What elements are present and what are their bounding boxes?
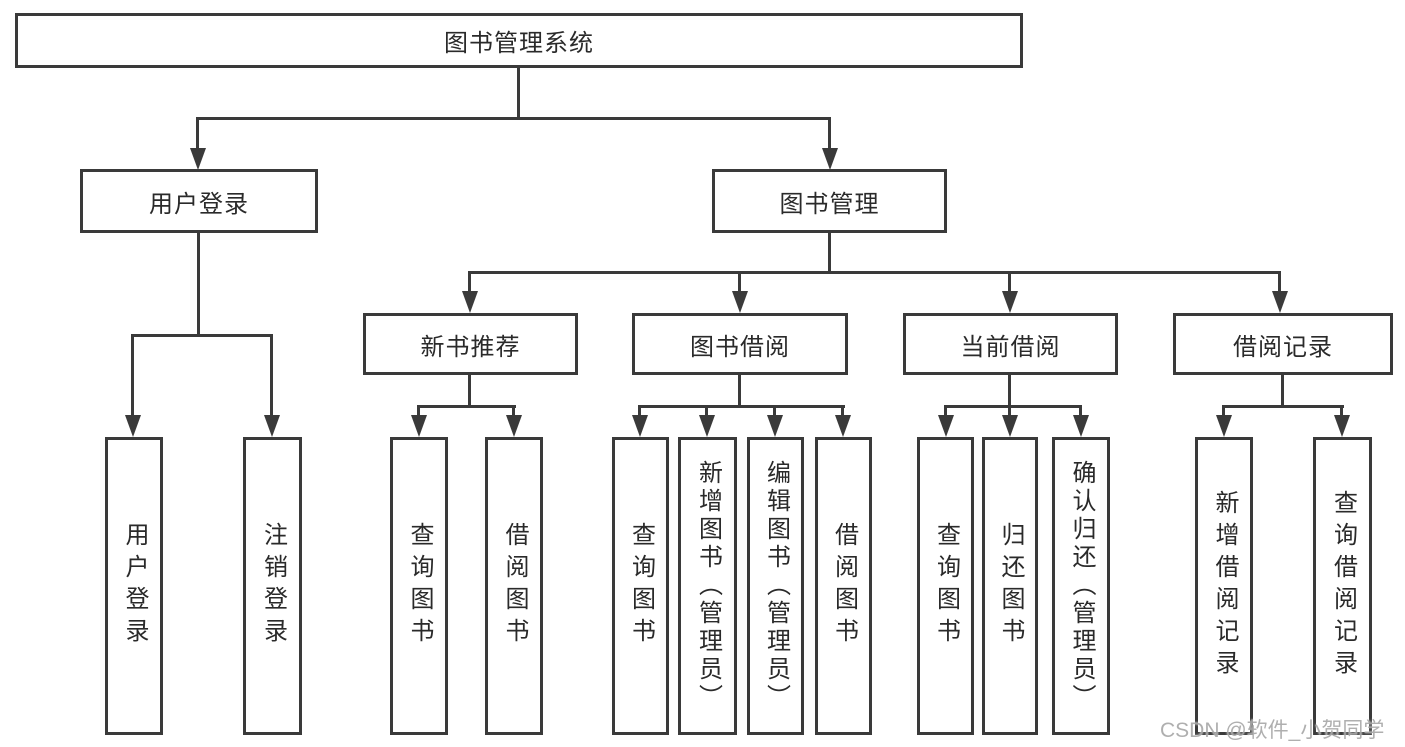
connector-line [705,406,708,418]
node-edit-book-admin: 编辑图书（管理员） [747,437,804,735]
node-book-management: 图书管理 [712,169,947,233]
connector-line [1008,406,1011,418]
node-new-book-recommendation: 新书推荐 [363,313,578,375]
connector-line [512,406,515,418]
node-logout: 注销登录 [243,437,302,735]
connector-line [196,117,831,120]
connector-line [417,405,516,408]
connector-line [197,233,200,336]
connector-line [1008,272,1011,294]
node-add-book-admin: 新增图书（管理员） [678,437,737,735]
connector-line [468,272,471,294]
node-edit-book-admin-label: 编辑图书（管理员） [762,460,790,712]
connector-line [944,406,947,418]
node-query-borrow-record-label: 查询借阅记录 [1329,490,1357,682]
connector-line [270,335,273,417]
node-book-borrowing-label: 图书借阅 [690,333,790,361]
connector-line [468,375,471,406]
connector-line [468,271,1281,274]
node-confirm-return-admin: 确认归还（管理员） [1052,437,1110,735]
connector-line [196,118,199,150]
arrow-down-icon [264,415,280,437]
node-query-books-label: 查询图书 [932,522,960,650]
connector-line [417,406,420,418]
node-query-books-label: 查询图书 [406,522,433,650]
connector-line [1222,405,1344,408]
node-return-books: 归还图书 [982,437,1038,735]
arrow-down-icon [632,415,648,437]
node-add-borrow-record: 新增借阅记录 [1195,437,1253,735]
node-book-management-label: 图书管理 [779,190,880,218]
csdn-watermark: CSDN @软件_小贺同学 [1160,719,1385,742]
connector-line [738,375,741,406]
node-user-login: 用户登录 [80,169,318,233]
node-current-borrowing-label: 当前借阅 [960,333,1061,361]
connector-line [1278,272,1281,294]
node-library-management-system: 图书管理系统 [15,13,1023,68]
arrow-down-icon [190,148,206,170]
node-add-book-admin-label: 新增图书（管理员） [694,460,722,712]
connector-line [1281,375,1284,406]
node-query-books: 查询图书 [390,437,448,735]
node-user-login-label: 用户登录 [149,190,249,218]
connector-line [828,118,831,150]
arrow-down-icon [411,415,427,437]
node-current-borrowing: 当前借阅 [903,313,1118,375]
node-return-books-label: 归还图书 [997,522,1024,650]
arrow-down-icon [822,148,838,170]
node-borrow-books: 借阅图书 [485,437,543,735]
arrow-down-icon [938,415,954,437]
arrow-down-icon [1073,415,1089,437]
arrow-down-icon [732,291,748,313]
node-add-borrow-record-label: 新增借阅记录 [1211,490,1238,682]
node-confirm-return-admin-label: 确认归还（管理员） [1068,460,1095,712]
connector-line [773,406,776,418]
node-borrowing-records-label: 借阅记录 [1233,333,1333,361]
connector-line [131,334,273,337]
arrow-down-icon [125,415,141,437]
arrow-down-icon [1272,291,1288,313]
arrow-down-icon [1002,291,1018,313]
connector-line [517,68,520,118]
node-user-login-leaf-label: 用户登录 [121,522,148,650]
connector-line [738,272,741,294]
connector-line [1222,406,1225,418]
connector-line [841,406,844,418]
node-borrow-books-label: 借阅图书 [501,522,528,650]
arrow-down-icon [835,415,851,437]
arrow-down-icon [462,291,478,313]
node-borrow-books: 借阅图书 [815,437,872,735]
arrow-down-icon [699,415,715,437]
arrow-down-icon [1216,415,1232,437]
connector-line [944,405,1082,408]
arrow-down-icon [767,415,783,437]
node-query-borrow-record: 查询借阅记录 [1313,437,1372,735]
node-new-book-recommendation-label: 新书推荐 [420,333,521,361]
connector-line [828,233,831,272]
arrow-down-icon [506,415,522,437]
node-book-borrowing: 图书借阅 [632,313,848,375]
node-query-books-label: 查询图书 [627,522,655,650]
node-library-management-system-label: 图书管理系统 [444,30,594,57]
connector-line [638,405,845,408]
node-query-books: 查询图书 [917,437,974,735]
connector-line [1340,406,1343,418]
node-query-books: 查询图书 [612,437,669,735]
node-logout-label: 注销登录 [259,522,287,650]
connector-line [1079,406,1082,418]
arrow-down-icon [1002,415,1018,437]
connector-line [1008,375,1011,406]
node-borrow-books-label: 借阅图书 [830,522,858,650]
connector-line [131,335,134,417]
node-borrowing-records: 借阅记录 [1173,313,1393,375]
connector-line [638,406,641,418]
arrow-down-icon [1334,415,1350,437]
node-user-login-leaf: 用户登录 [105,437,163,735]
